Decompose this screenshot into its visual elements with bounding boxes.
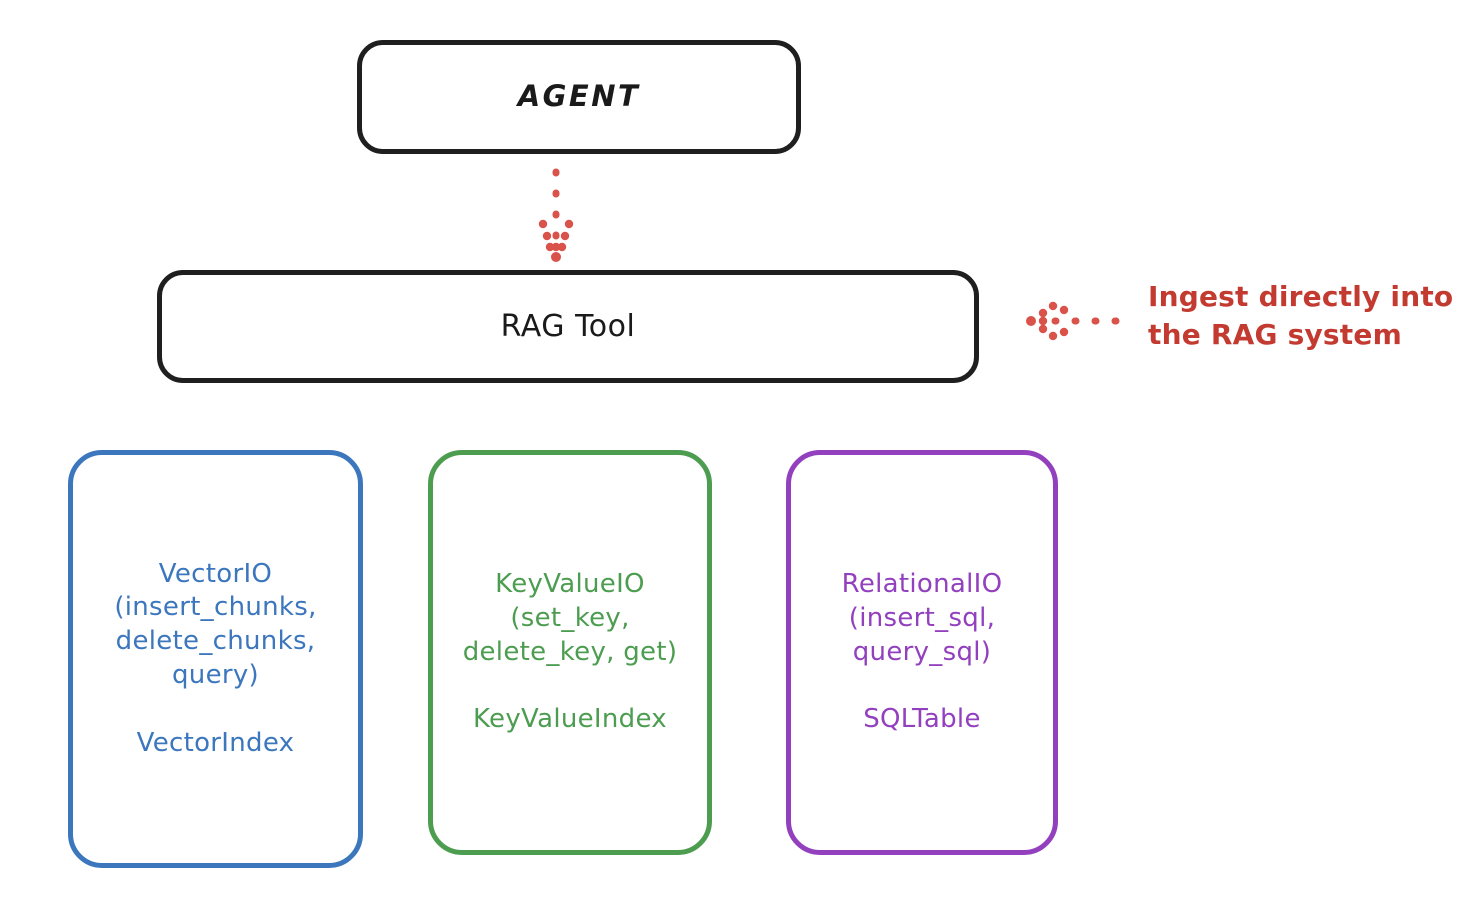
node-rag-tool-label: RAG Tool: [500, 309, 636, 344]
node-key-value-io[interactable]: KeyValueIO (set_key, delete_key, get) Ke…: [428, 450, 712, 855]
node-agent[interactable]: AGENT: [357, 40, 801, 154]
node-key-value-io-label: KeyValueIO (set_key, delete_key, get) Ke…: [462, 569, 678, 735]
annotation-ingest-directly: Ingest directly into the RAG system: [1148, 280, 1454, 351]
connector-agent-to-rag-tool: [538, 168, 574, 262]
node-relational-io-label: RelationalIO (insert_sql, query_sql) SQL…: [841, 569, 1003, 735]
node-vector-io[interactable]: VectorIO (insert_chunks, delete_chunks, …: [68, 450, 363, 868]
connector-annotation-to-rag-tool: [1026, 301, 1132, 341]
node-agent-label: AGENT: [517, 79, 641, 114]
node-vector-io-label: VectorIO (insert_chunks, delete_chunks, …: [114, 558, 317, 758]
node-relational-io[interactable]: RelationalIO (insert_sql, query_sql) SQL…: [786, 450, 1058, 855]
node-rag-tool[interactable]: RAG Tool: [157, 270, 979, 383]
